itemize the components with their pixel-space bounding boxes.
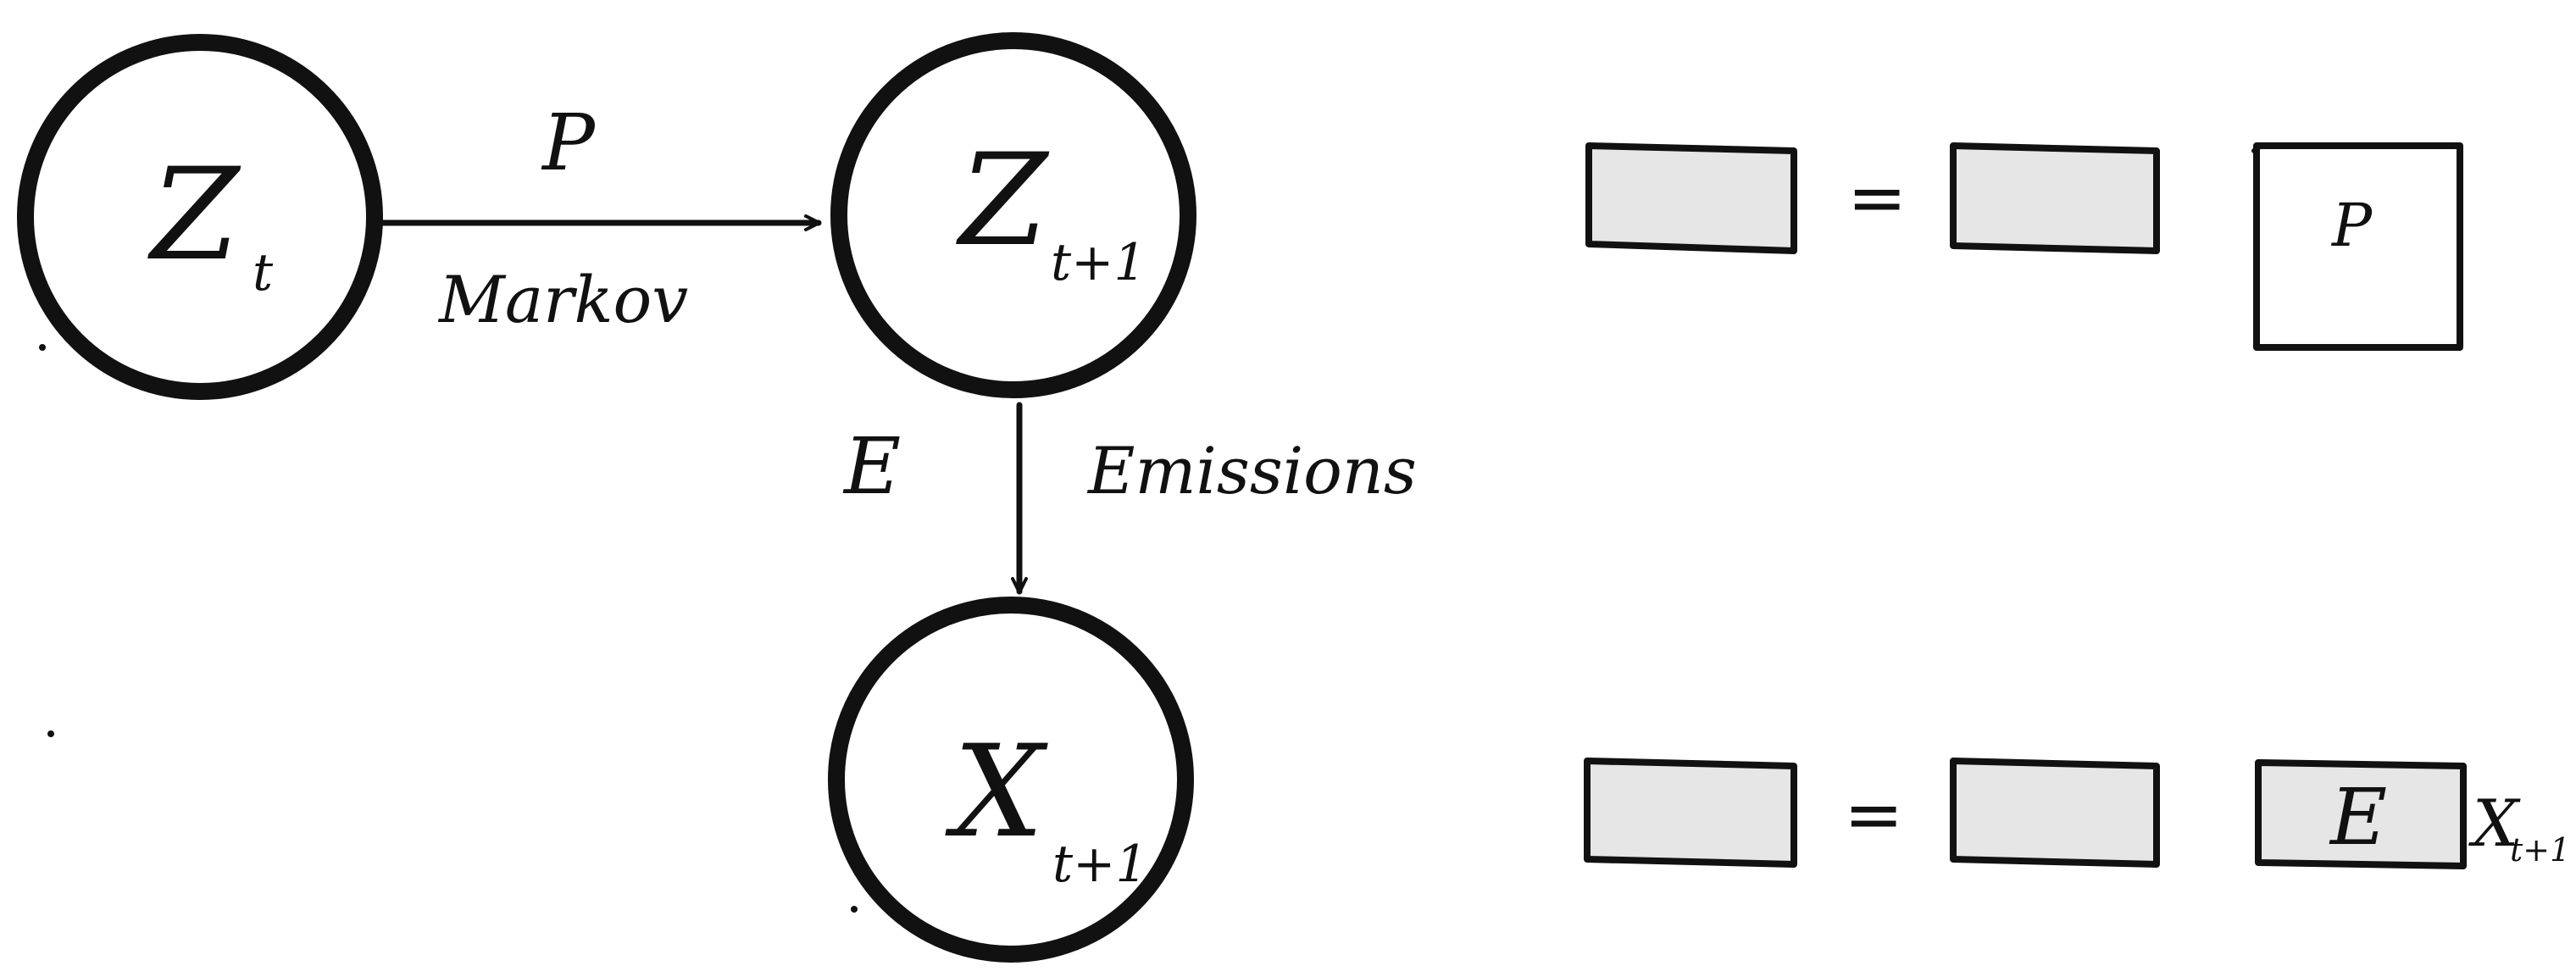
node-z-t1-subscript: t+1 [1051, 233, 1146, 292]
pen-dot [851, 906, 858, 913]
transition-p-matrix-symbol: P [2330, 191, 2373, 260]
equation-emission: = E X t+1 [1584, 758, 2570, 869]
edge-emissions-label: Emissions [1086, 433, 1417, 508]
transition-rhs-matrix [1950, 142, 2160, 254]
emission-x-vector-letter: X [2468, 785, 2521, 861]
edge-emissions: E Emissions [842, 402, 1417, 595]
edge-markov-label: Markov [437, 262, 688, 337]
transition-p-matrix [2253, 142, 2463, 351]
node-z-t-letter: Z [147, 142, 242, 289]
equation-transition: = P [1585, 142, 2463, 351]
node-z-t1: Z t+1 [830, 32, 1196, 398]
emission-equals-sign: = [1844, 773, 1903, 856]
emission-e-matrix [2255, 759, 2467, 869]
emission-rhs-matrix [1950, 758, 2160, 868]
node-z-t-circle [17, 34, 383, 400]
node-z-t-subscript: t [253, 243, 274, 303]
pen-dot [39, 344, 46, 351]
edge-markov: P Markov [380, 97, 822, 337]
node-x-t1-letter: X [945, 719, 1048, 866]
emission-x-vector-subscript: t+1 [2510, 831, 2570, 869]
node-x-t1-subscript: t+1 [1052, 835, 1148, 894]
edge-markov-symbol: P [541, 97, 597, 188]
node-x-t1: X t+1 [828, 597, 1194, 963]
emission-e-matrix-symbol: E [2329, 772, 2387, 863]
node-x-t1-circle [828, 597, 1194, 963]
node-z-t1-circle [830, 32, 1196, 398]
transition-equals-sign: = [1847, 156, 1907, 239]
node-z-t1-letter: Z [956, 127, 1050, 275]
transition-lhs-matrix [1585, 142, 1797, 254]
node-z-t: Z t [17, 34, 383, 400]
transition-p-matrix-stroke [2251, 143, 2263, 153]
emission-lhs-matrix [1584, 758, 1797, 868]
edge-emissions-symbol: E [842, 421, 901, 512]
pen-dot [47, 730, 54, 737]
